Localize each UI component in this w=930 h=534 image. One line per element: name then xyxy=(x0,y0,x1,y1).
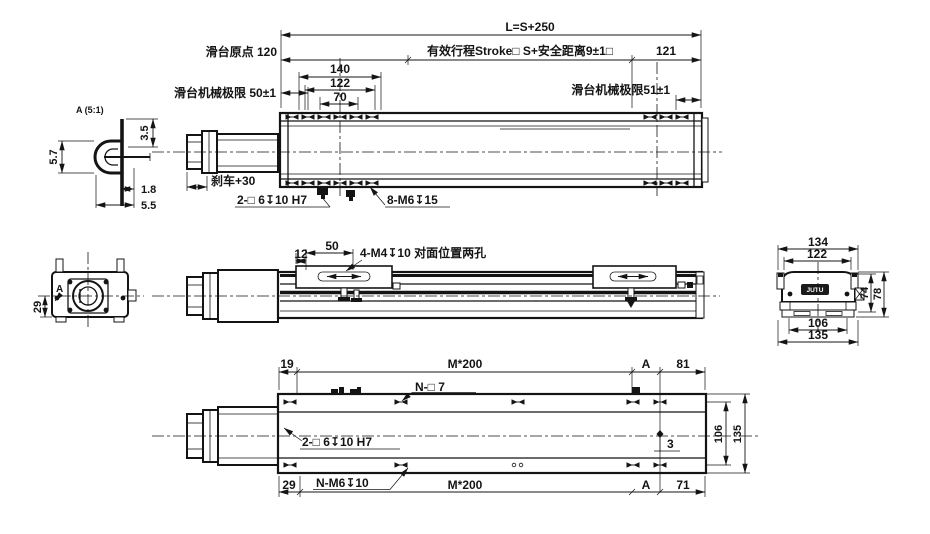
dim-106-bottom: 106 xyxy=(713,425,725,443)
dim-pitch-top: M*200 xyxy=(448,357,483,371)
dim-right-offset: 121 xyxy=(656,44,676,58)
dim-134: 134 xyxy=(808,235,828,249)
dim-78: 78 xyxy=(872,288,884,300)
detail-a-dimensions: 3.5 5.7 1.8 5.5 xyxy=(48,118,158,212)
top-view: L=S+250 滑台原点 120 有效行程Stroke□ S+安全距离9±1□ … xyxy=(152,20,722,208)
dim-limit-left: 滑台机械极限 50±1 xyxy=(174,85,276,100)
bottom-view-body-geometry xyxy=(152,387,758,475)
dim-140: 140 xyxy=(330,62,350,76)
front-view: 12 50 4-M4↧10 对面位置两孔 xyxy=(152,239,720,323)
logo-badge xyxy=(801,284,829,295)
top-view-rail-geometry xyxy=(278,111,709,201)
dim-pitch-bottom: M*200 xyxy=(448,478,483,492)
dim-3-5: 3.5 xyxy=(139,125,151,140)
dim-1-8: 1.8 xyxy=(141,184,156,196)
dim-5-7: 5.7 xyxy=(48,149,60,164)
dim-70: 70 xyxy=(333,90,347,104)
label-brake: 刹车+30 xyxy=(211,173,256,188)
detail-a-title: A (5:1) xyxy=(76,105,104,115)
label-n-holes: N-□ 7 xyxy=(415,380,445,394)
detail-a-reference: A xyxy=(56,284,63,295)
dim-12: 12 xyxy=(294,247,308,261)
label-dowel-holes-bottom: 2-□ 6↧10 H7 xyxy=(302,435,372,449)
dim-stroke: 有效行程Stroke□ S+安全距离9±1□ xyxy=(427,43,613,58)
label-dowel-holes-top: 2-□ 6↧10 H7 xyxy=(237,193,307,207)
dim-122: 122 xyxy=(330,76,350,90)
dim-29-left-view: 29 xyxy=(32,301,44,313)
detail-a-view: A (5:1) 3.5 5.7 1.8 5.5 xyxy=(48,105,158,212)
logo-text: JUTU xyxy=(807,287,824,294)
left-end-view-geometry xyxy=(38,252,144,330)
right-end-view-geometry: JUTU xyxy=(776,262,865,330)
dim-81: 81 xyxy=(676,357,690,371)
bottom-view-dimensions: 19 M*200 A 81 N-□ 7 2-□ 6↧10 H7 3 29 N-M… xyxy=(278,357,750,497)
dim-29-bottom: 29 xyxy=(282,478,296,492)
top-view-dimensions: L=S+250 滑台原点 120 有效行程Stroke□ S+安全距离9±1□ … xyxy=(174,20,702,208)
dim-limit-right: 滑台机械极限51±1 xyxy=(571,82,670,97)
dim-50: 50 xyxy=(325,239,339,253)
dim-71: 71 xyxy=(676,478,690,492)
label-n-taps: N-M6↧10 xyxy=(316,476,369,490)
front-view-carriage-left xyxy=(295,265,401,302)
ref-a-bottom: A xyxy=(642,478,651,492)
label-tap-holes: 8-M6↧15 xyxy=(387,193,438,207)
front-view-carriage-right xyxy=(592,265,677,308)
dim-106-right-view: 106 xyxy=(808,316,828,330)
label-sensor-holes: 4-M4↧10 对面位置两孔 xyxy=(360,245,486,260)
dim-74: 74 xyxy=(859,286,871,299)
dim-overall-length: L=S+250 xyxy=(505,20,555,34)
top-view-centerlines xyxy=(152,58,722,196)
dim-5-5: 5.5 xyxy=(141,200,156,212)
right-end-view-dimensions: 134 122 74 78 106 135 xyxy=(777,235,889,346)
dim-home-offset: 滑台原点 120 xyxy=(206,44,278,59)
ref-a-top: A xyxy=(642,357,651,371)
dim-122-right-view: 122 xyxy=(807,247,827,261)
dim-135-right-view: 135 xyxy=(808,328,828,342)
left-end-view-dimensions: 29 A xyxy=(32,284,63,318)
left-end-view: 29 A xyxy=(32,252,144,330)
dim-135-bottom: 135 xyxy=(732,425,744,443)
right-end-view: JUTU 134 122 74 xyxy=(776,235,889,346)
front-view-dimensions: 12 50 4-M4↧10 对面位置两孔 xyxy=(294,239,486,272)
bottom-view: 19 M*200 A 81 N-□ 7 2-□ 6↧10 H7 3 29 N-M… xyxy=(152,357,758,497)
dim-3: 3 xyxy=(667,437,674,451)
dim-19: 19 xyxy=(280,357,294,371)
